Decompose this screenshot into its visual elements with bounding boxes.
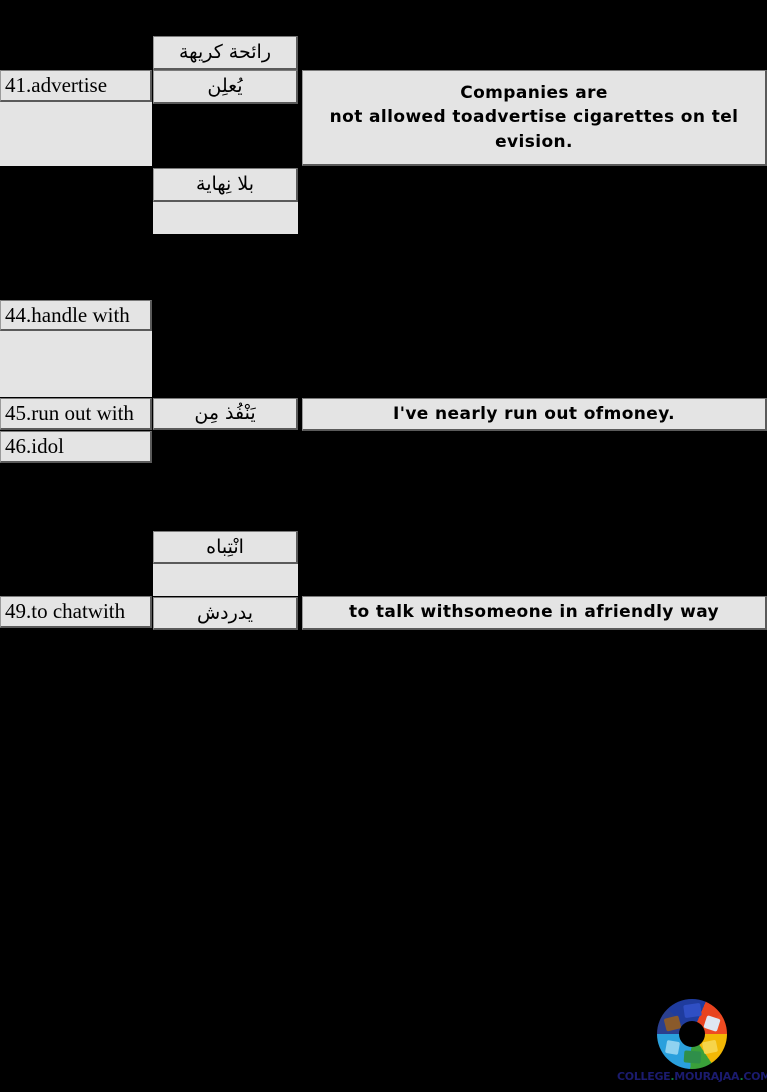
watermark-text-mid: MOURAJAA	[674, 1070, 740, 1083]
term-cell-45-run-out-with[interactable]: 45.run out with	[0, 398, 152, 430]
meaning-cell-advertise[interactable]: يُعلِن	[153, 70, 298, 104]
term-cell-41-advertise[interactable]: 41.advertise	[0, 70, 152, 102]
meaning-cell-run-out-of[interactable]: يَنْفُذ مِن	[153, 398, 298, 430]
meaning-cell-bad-smell[interactable]: رائحة كريهة	[153, 36, 298, 70]
term-cell-44-handle-with[interactable]: 44.handle with	[0, 300, 152, 331]
mourajaa-donut-logo-icon	[657, 999, 727, 1069]
meaning-cell-chat[interactable]: يدردش	[153, 597, 298, 630]
watermark-text-main: COLLEGE	[617, 1070, 671, 1083]
example-cell-run-out-of-money[interactable]: I've nearly run out ofmoney.	[302, 398, 767, 431]
term-cell-46-idol[interactable]: 46.idol	[0, 431, 152, 463]
watermark-dot-2: .	[739, 1070, 744, 1083]
meaning-cell-endless[interactable]: بلا نِهاية	[153, 168, 298, 202]
logo-chip-palette-green	[683, 1050, 702, 1064]
example-line-3: evision.	[495, 131, 573, 152]
example-line-1: Companies are	[460, 82, 608, 103]
logo-ring-hole	[679, 1021, 705, 1047]
site-watermark: COLLEGE.MOURAJAA.COM	[617, 997, 767, 1092]
example-cell-chat-with[interactable]: to talk withsomeone in afriendly way	[302, 596, 767, 630]
watermark-dot-1: .	[670, 1070, 675, 1083]
logo-chip-book-blue	[683, 1002, 702, 1019]
example-cell-advertise[interactable]: Companies are not allowed toadvertise ci…	[302, 70, 767, 166]
watermark-text: COLLEGE.MOURAJAA.COM	[617, 1070, 767, 1083]
logo-chip-flask-lightblue	[664, 1039, 681, 1056]
term-cell-49-to-chat-with[interactable]: 49.to chatwith	[0, 596, 152, 628]
watermark-text-tld: COM	[743, 1070, 767, 1083]
example-line-2: not allowed toadvertise cigarettes on te…	[329, 107, 739, 128]
meaning-cell-attention[interactable]: انْتِباه	[153, 531, 298, 564]
